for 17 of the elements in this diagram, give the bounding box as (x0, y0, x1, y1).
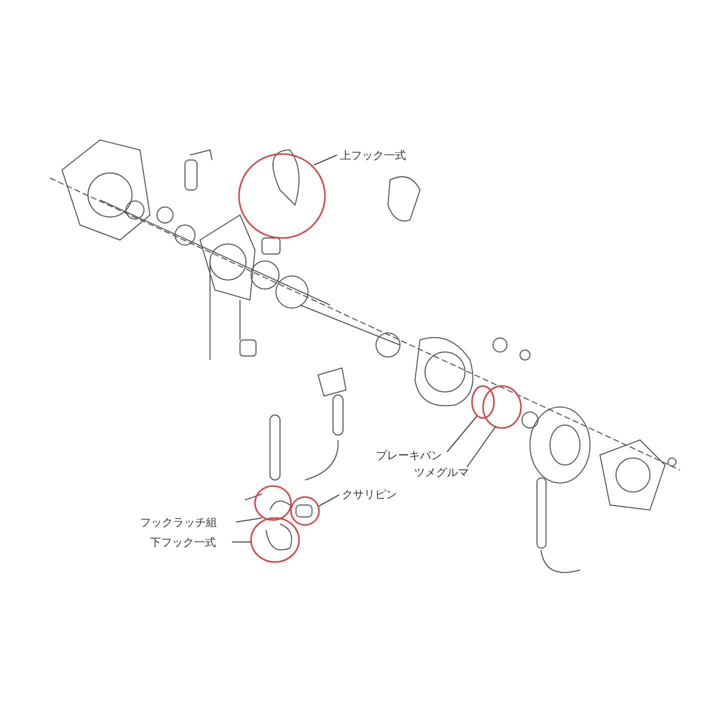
callout-label: ブレーキバン (376, 449, 442, 462)
highlight-circle (482, 385, 522, 429)
callout-label: 下フック一式 (150, 536, 216, 549)
callout-label: フックラッチ組 (140, 516, 217, 529)
leader-line (314, 154, 338, 166)
highlight-circle (250, 517, 300, 563)
leader-line (318, 494, 340, 506)
callout-label: クサリピン (342, 488, 397, 501)
highlight-circle (238, 153, 326, 239)
highlight-circle (254, 485, 292, 521)
callout-label: 上フック一式 (340, 149, 406, 162)
highlight-circle (290, 496, 320, 526)
callout-label: ツメグルマ (414, 466, 469, 479)
leader-line (446, 416, 478, 452)
highlight-circle (471, 385, 495, 419)
leader-line (236, 518, 262, 522)
leader-line (466, 426, 496, 468)
